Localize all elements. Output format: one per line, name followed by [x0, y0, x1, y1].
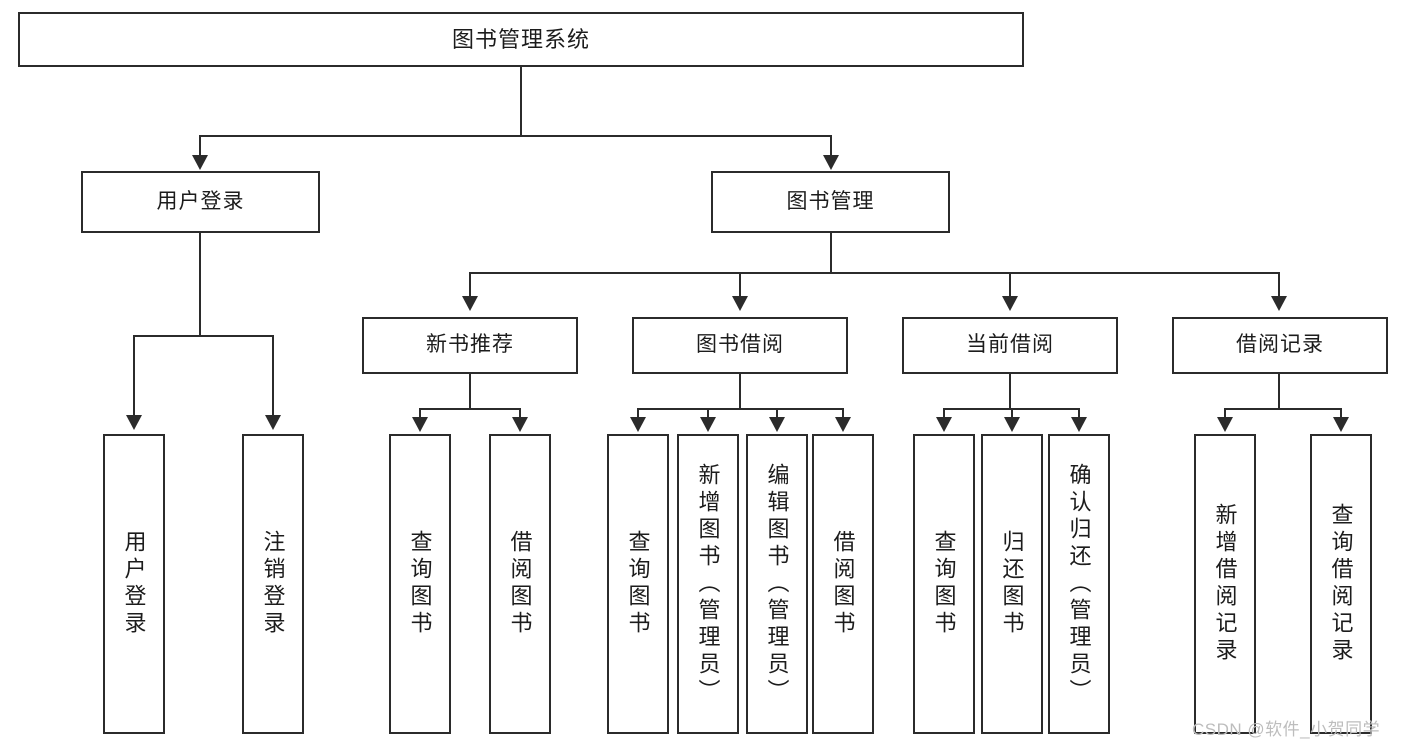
leaf-user-login-login[interactable]: 用户登录	[103, 434, 165, 734]
arrow-user-login-leaf-1	[126, 415, 142, 430]
node-label: 用户登录	[156, 189, 245, 213]
connector-current-borrow-leaf-3	[1078, 408, 1080, 419]
arrow-bm-to-new-book	[462, 296, 478, 311]
connector-current-borrow-leaf-2	[1011, 408, 1013, 419]
leaf-book-borrow-edit-book-admin[interactable]: 编辑图书（管理员）	[746, 434, 808, 734]
arrow-new-book-leaf-2	[512, 417, 528, 432]
node-label: 借阅记录	[1236, 333, 1324, 357]
arrow-new-book-leaf-1	[412, 417, 428, 432]
arrow-current-borrow-leaf-2	[1004, 417, 1020, 432]
leaf-borrow-record-query-record[interactable]: 查询借阅记录	[1310, 434, 1372, 734]
connector-borrow-record-leaf-2	[1340, 408, 1342, 419]
node-label: 确认归还（管理员）	[1066, 462, 1092, 706]
connector-book-borrow-leaf-3	[776, 408, 778, 419]
node-label: 新增借阅记录	[1212, 503, 1238, 665]
connector-book-borrow-leaf-2	[707, 408, 709, 419]
connector-current-borrow-leaf-1	[943, 408, 945, 419]
leaf-current-borrow-confirm-return-admin[interactable]: 确认归还（管理员）	[1048, 434, 1110, 734]
connector-user-login-leaf-1	[133, 335, 135, 417]
node-current-borrow[interactable]: 当前借阅	[902, 317, 1118, 374]
arrow-bm-to-current-borrow	[1002, 296, 1018, 311]
node-book-borrow[interactable]: 图书借阅	[632, 317, 848, 374]
leaf-book-borrow-borrow-books[interactable]: 借阅图书	[812, 434, 874, 734]
node-label: 编辑图书（管理员）	[764, 462, 790, 706]
leaf-book-borrow-add-book-admin[interactable]: 新增图书（管理员）	[677, 434, 739, 734]
leaf-new-book-borrow-books[interactable]: 借阅图书	[489, 434, 551, 734]
node-label: 查询图书	[931, 530, 957, 638]
arrow-current-borrow-leaf-1	[936, 417, 952, 432]
arrow-root-to-book-management	[823, 155, 839, 170]
arrow-book-borrow-leaf-4	[835, 417, 851, 432]
connector-root-to-user-login	[199, 135, 201, 158]
connector-borrow-record-leaf-1	[1224, 408, 1226, 419]
arrow-user-login-leaf-2	[265, 415, 281, 430]
connector-book-borrow-leaf-4	[842, 408, 844, 419]
node-new-book-recommend[interactable]: 新书推荐	[362, 317, 578, 374]
node-label: 注销登录	[260, 530, 286, 638]
node-label: 用户登录	[121, 530, 147, 638]
connector-borrow-record-bus	[1224, 408, 1341, 410]
connector-new-book-leaf-1	[419, 408, 421, 419]
arrow-current-borrow-leaf-3	[1071, 417, 1087, 432]
node-label: 查询图书	[407, 530, 433, 638]
connector-bm-to-new-book	[469, 272, 471, 298]
node-root-book-management-system[interactable]: 图书管理系统	[18, 12, 1024, 67]
connector-bm-to-borrow-record	[1278, 272, 1280, 298]
connector-current-borrow-stem	[1009, 374, 1011, 408]
leaf-user-login-logout[interactable]: 注销登录	[242, 434, 304, 734]
leaf-current-borrow-query-books[interactable]: 查询图书	[913, 434, 975, 734]
connector-user-login-stem	[199, 233, 201, 335]
arrow-borrow-record-leaf-1	[1217, 417, 1233, 432]
connector-new-book-bus	[419, 408, 520, 410]
leaf-borrow-record-add-record[interactable]: 新增借阅记录	[1194, 434, 1256, 734]
node-label: 新增图书（管理员）	[695, 462, 721, 706]
node-book-management[interactable]: 图书管理	[711, 171, 950, 233]
node-label: 借阅图书	[507, 530, 533, 638]
connector-user-login-leaf-2	[272, 335, 274, 417]
connector-bm-to-book-borrow	[739, 272, 741, 298]
node-label: 图书借阅	[696, 333, 784, 357]
arrow-root-to-user-login	[192, 155, 208, 170]
arrow-bm-to-book-borrow	[732, 296, 748, 311]
node-label: 归还图书	[999, 530, 1025, 638]
node-label: 新书推荐	[426, 333, 514, 357]
node-label: 查询图书	[625, 530, 651, 638]
node-label: 图书管理系统	[451, 26, 590, 52]
connector-book-borrow-bus	[637, 408, 843, 410]
node-label: 借阅图书	[830, 530, 856, 638]
node-label: 查询借阅记录	[1328, 503, 1354, 665]
connector-bm-to-current-borrow	[1009, 272, 1011, 298]
leaf-new-book-query-books[interactable]: 查询图书	[389, 434, 451, 734]
arrow-book-borrow-leaf-2	[700, 417, 716, 432]
connector-book-borrow-leaf-1	[637, 408, 639, 419]
node-label: 当前借阅	[966, 333, 1054, 357]
arrow-book-borrow-leaf-3	[769, 417, 785, 432]
csdn-watermark: CSDN @软件_小贺同学	[1192, 720, 1381, 739]
leaf-book-borrow-query-books[interactable]: 查询图书	[607, 434, 669, 734]
connector-borrow-record-stem	[1278, 374, 1280, 408]
arrow-bm-to-borrow-record	[1271, 296, 1287, 311]
leaf-current-borrow-return-books[interactable]: 归还图书	[981, 434, 1043, 734]
connector-root-to-book-management	[830, 135, 832, 158]
connector-user-login-bus	[133, 335, 273, 337]
connector-root-bus	[199, 135, 831, 137]
connector-root-stem	[520, 67, 522, 135]
node-label: 图书管理	[786, 189, 875, 213]
connector-new-book-leaf-2	[519, 408, 521, 419]
arrow-borrow-record-leaf-2	[1333, 417, 1349, 432]
connector-book-borrow-stem	[739, 374, 741, 408]
connector-book-management-bus	[469, 272, 1279, 274]
connector-new-book-stem	[469, 374, 471, 408]
node-user-login[interactable]: 用户登录	[81, 171, 320, 233]
node-borrow-record[interactable]: 借阅记录	[1172, 317, 1388, 374]
connector-book-management-stem	[830, 233, 832, 272]
arrow-book-borrow-leaf-1	[630, 417, 646, 432]
